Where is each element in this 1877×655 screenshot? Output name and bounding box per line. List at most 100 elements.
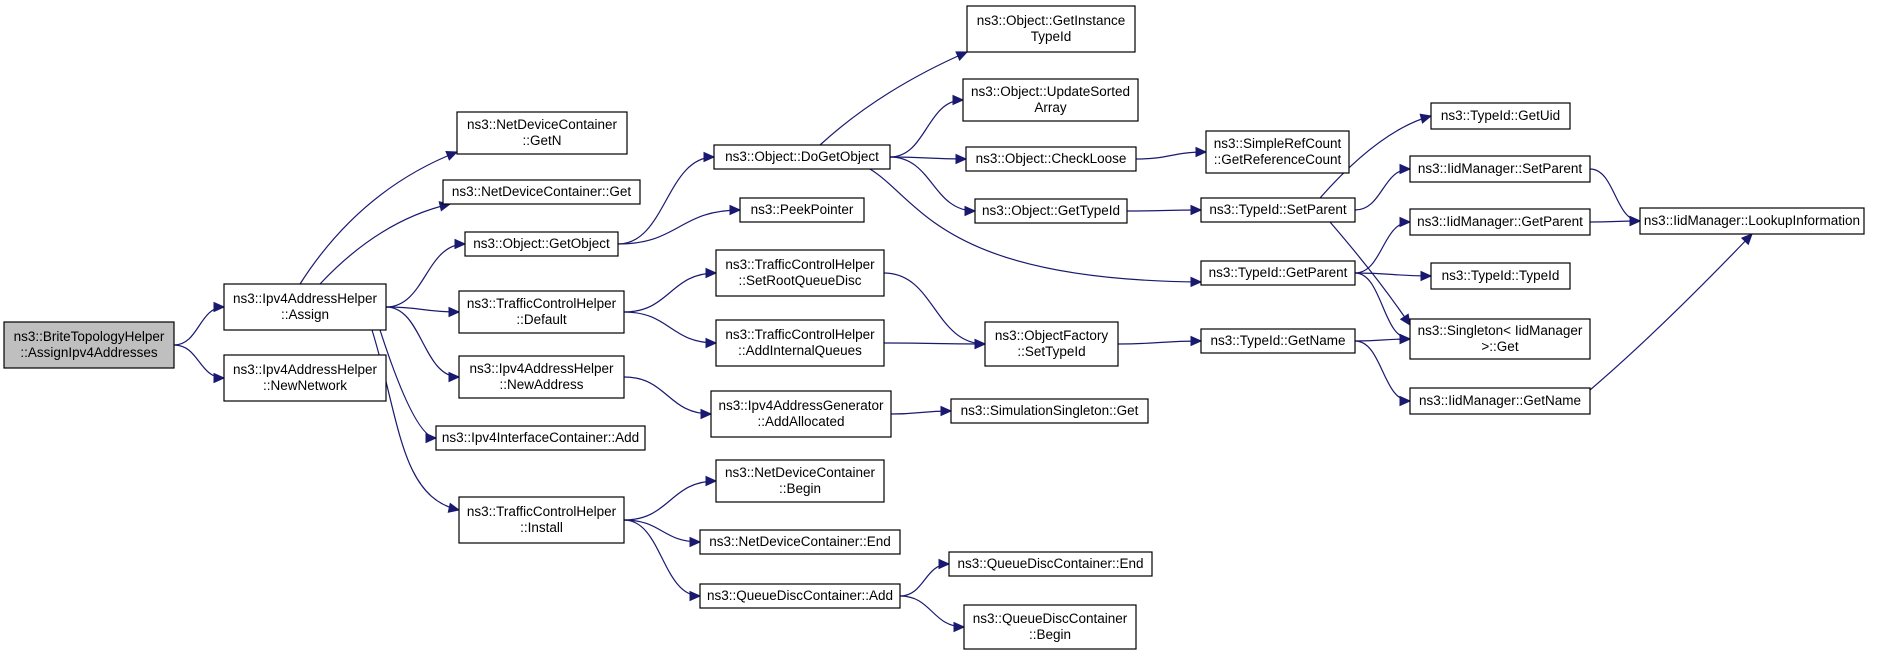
node-n12[interactable]: ns3::TrafficControlHelper::SetRootQueueD… bbox=[715, 249, 885, 297]
node-box bbox=[442, 179, 641, 205]
node-n30[interactable]: ns3::TypeId::GetUid bbox=[1430, 102, 1571, 130]
node-n14[interactable]: ns3::Ipv4AddressGenerator::AddAllocated bbox=[710, 390, 892, 438]
node-label-line: ns3::TrafficControlHelper bbox=[725, 257, 875, 272]
node-n9[interactable]: ns3::TrafficControlHelper::Install bbox=[458, 496, 625, 544]
edge-arrowhead bbox=[689, 590, 702, 602]
edge-line bbox=[379, 329, 437, 439]
edge-n0-n1 bbox=[173, 301, 226, 346]
node-n17[interactable]: ns3::QueueDiscContainer::Add bbox=[699, 583, 901, 609]
node-box bbox=[435, 425, 646, 451]
node-label-line: ns3::ObjectFactory bbox=[995, 328, 1109, 343]
node-n31[interactable]: ns3::IidManager::SetParent bbox=[1409, 155, 1591, 183]
node-n33[interactable]: ns3::TypeId::TypeId bbox=[1430, 262, 1571, 290]
node-label-line: ns3::TypeId::SetParent bbox=[1209, 202, 1347, 217]
node-n34[interactable]: ns3::Singleton< IidManager >::Get bbox=[1409, 318, 1591, 360]
edge-line bbox=[889, 156, 976, 212]
edge-n31-n36 bbox=[1589, 168, 1642, 227]
edge-arrowhead bbox=[425, 432, 438, 444]
node-n13[interactable]: ns3::TrafficControlHelper::AddInternalQu… bbox=[715, 319, 885, 367]
edge-arrowhead bbox=[974, 338, 987, 350]
node-box bbox=[1200, 328, 1356, 354]
node-label-line: ns3::IidManager::GetParent bbox=[1417, 214, 1583, 229]
node-label-line: ns3::Object::GetInstance bbox=[977, 13, 1126, 28]
edge-n9-n17 bbox=[623, 519, 702, 602]
node-n7[interactable]: ns3::Ipv4AddressHelper::NewAddress bbox=[458, 355, 625, 399]
node-n11[interactable]: ns3::PeekPointer bbox=[739, 197, 865, 223]
node-n22[interactable]: ns3::ObjectFactory::SetTypeId bbox=[984, 321, 1119, 367]
node-label-line: ::AddAllocated bbox=[757, 414, 844, 429]
node-box bbox=[948, 551, 1153, 577]
edge-arrowhead bbox=[213, 301, 226, 313]
node-box bbox=[715, 319, 885, 367]
edge-n29-n34 bbox=[1354, 333, 1412, 345]
edge-arrowhead bbox=[703, 151, 716, 163]
node-n35[interactable]: ns3::IidManager::GetName bbox=[1409, 387, 1591, 415]
edge-n14-n23 bbox=[890, 405, 953, 417]
node-label-line: ::NewNetwork bbox=[263, 378, 347, 393]
edge-line bbox=[869, 168, 1202, 283]
node-box bbox=[1430, 102, 1571, 130]
edge-line bbox=[889, 99, 964, 158]
edge-n35-n36 bbox=[1589, 233, 1753, 391]
edge-line bbox=[1354, 340, 1411, 402]
edge-line bbox=[1117, 340, 1202, 345]
edge-arrowhead bbox=[448, 371, 461, 383]
node-n26[interactable]: ns3::SimpleRefCount::GetReferenceCount bbox=[1205, 130, 1350, 174]
node-label-line: ns3::TypeId::GetName bbox=[1210, 333, 1345, 348]
edge-n6-n12 bbox=[623, 267, 718, 313]
edge-line bbox=[623, 376, 712, 415]
node-box bbox=[699, 583, 901, 609]
node-n23[interactable]: ns3::SimulationSingleton::Get bbox=[950, 398, 1149, 424]
node-n32[interactable]: ns3::IidManager::GetParent bbox=[1409, 208, 1591, 236]
node-n0[interactable]: ns3::BriteTopologyHelper::AssignIpv4Addr… bbox=[3, 321, 175, 369]
edge-line bbox=[173, 344, 225, 379]
node-label-line: ns3::NetDeviceContainer bbox=[725, 465, 876, 480]
edge-line bbox=[385, 243, 466, 308]
node-n1[interactable]: ns3::Ipv4AddressHelper::Assign bbox=[223, 283, 387, 331]
edge-arrowhead bbox=[705, 267, 718, 279]
edge-n0-n2 bbox=[173, 344, 226, 384]
node-n15[interactable]: ns3::NetDeviceContainer::Begin bbox=[715, 459, 885, 503]
node-n5[interactable]: ns3::Object::GetObject bbox=[464, 231, 619, 257]
node-label-line: ns3::Ipv4AddressHelper bbox=[233, 362, 378, 377]
node-n28[interactable]: ns3::TypeId::GetParent bbox=[1200, 260, 1356, 286]
node-box bbox=[715, 459, 885, 503]
node-n3[interactable]: ns3::NetDeviceContainer::GetN bbox=[456, 111, 628, 155]
edge-n1-n7 bbox=[385, 306, 461, 383]
node-n24[interactable]: ns3::QueueDiscContainer::End bbox=[948, 551, 1153, 577]
edge-n12-n22 bbox=[883, 272, 987, 350]
node-n2[interactable]: ns3::Ipv4AddressHelper::NewNetwork bbox=[223, 354, 387, 402]
node-label-line: ::Default bbox=[516, 312, 567, 327]
node-box bbox=[710, 390, 892, 438]
edge-n10-n21 bbox=[889, 156, 977, 217]
node-label-line: ns3::Singleton< IidManager bbox=[1418, 323, 1583, 338]
node-box bbox=[713, 144, 891, 170]
node-n8[interactable]: ns3::Ipv4InterfaceContainer::Add bbox=[435, 425, 646, 451]
node-n4[interactable]: ns3::NetDeviceContainer::Get bbox=[442, 179, 641, 205]
node-label-line: ns3::IidManager::LookupInformation bbox=[1644, 213, 1860, 228]
edge-n5-n11 bbox=[617, 204, 742, 245]
node-n29[interactable]: ns3::TypeId::GetName bbox=[1200, 328, 1356, 354]
node-label-line: ::AssignIpv4Addresses bbox=[20, 345, 158, 360]
node-label-line: ns3::PeekPointer bbox=[751, 202, 854, 217]
node-n25[interactable]: ns3::QueueDiscContainer::Begin bbox=[963, 604, 1137, 650]
edge-n13-n22 bbox=[883, 338, 987, 350]
node-box bbox=[699, 529, 901, 555]
node-label-line: Array bbox=[1034, 100, 1067, 115]
node-n27[interactable]: ns3::TypeId::SetParent bbox=[1200, 197, 1356, 223]
edge-n29-n35 bbox=[1354, 340, 1412, 407]
node-n20[interactable]: ns3::Object::CheckLoose bbox=[965, 146, 1137, 172]
edge-n1-n3 bbox=[299, 150, 459, 285]
node-n10[interactable]: ns3::Object::DoGetObject bbox=[713, 144, 891, 170]
node-n21[interactable]: ns3::Object::GetTypeId bbox=[974, 198, 1128, 224]
edge-arrowhead bbox=[700, 408, 713, 420]
edge-n17-n24 bbox=[899, 558, 951, 597]
node-box bbox=[1430, 262, 1571, 290]
node-n36[interactable]: ns3::IidManager::LookupInformation bbox=[1639, 207, 1865, 235]
node-n6[interactable]: ns3::TrafficControlHelper::Default bbox=[458, 290, 625, 334]
edge-n27-n30 bbox=[1319, 113, 1433, 199]
node-n16[interactable]: ns3::NetDeviceContainer::End bbox=[699, 529, 901, 555]
